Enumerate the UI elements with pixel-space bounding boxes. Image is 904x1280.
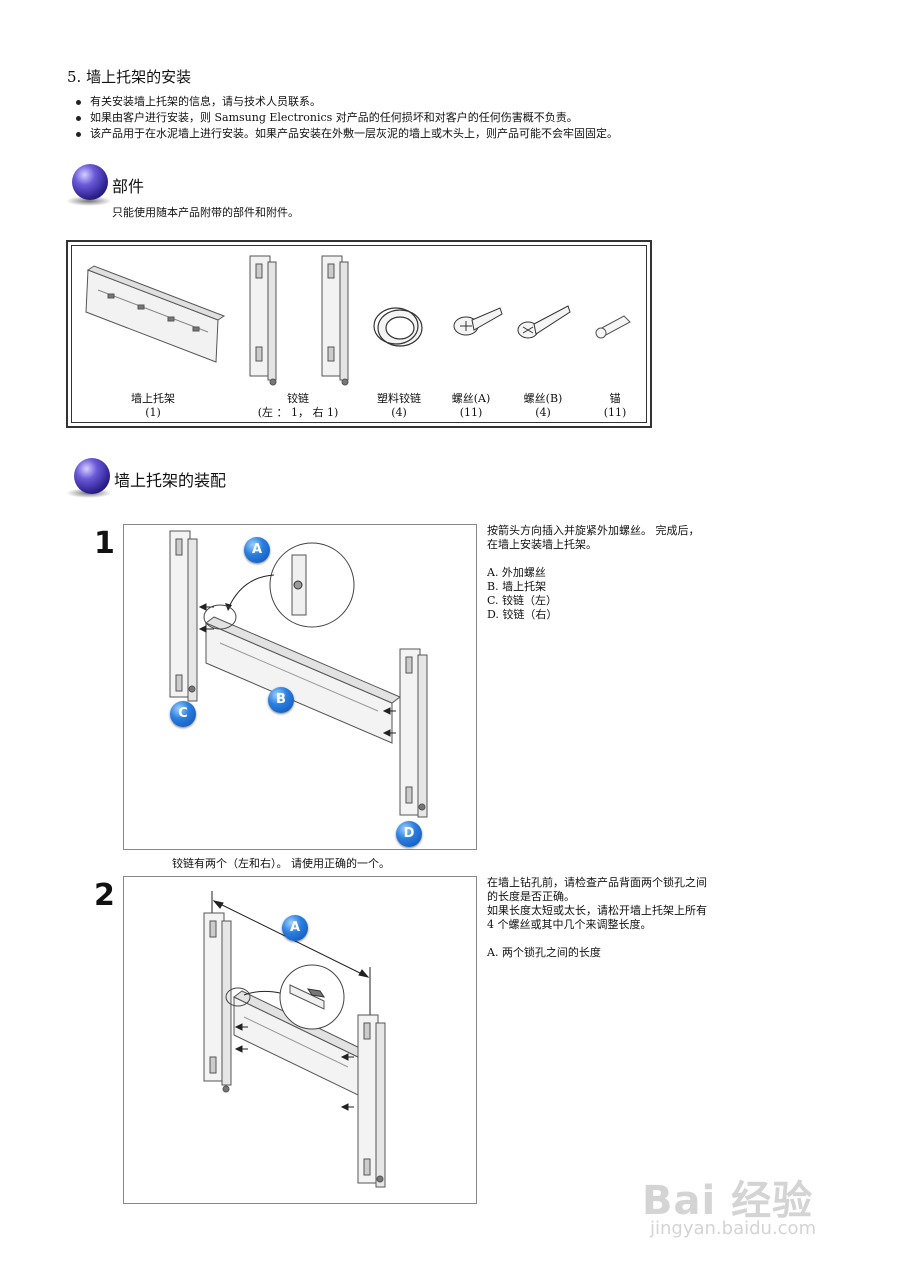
- part-name: 螺丝(B): [523, 392, 563, 405]
- desc-line: 按箭头方向插入并旋紧外加螺丝。 完成后，: [487, 524, 700, 537]
- step1-description: 按箭头方向插入并旋紧外加螺丝。 完成后， 在墙上安装墙上托架。 A. 外加螺丝 …: [487, 524, 700, 622]
- part-qty: (1): [145, 406, 161, 419]
- step2-illustration: [203, 891, 386, 1188]
- part-hinge: 铰链 (左 ： 1， 右 1): [246, 392, 350, 420]
- step1-caption: 铰链有两个（左和右）。 请使用正确的一个。: [172, 857, 390, 870]
- part-name: 墙上托架: [131, 392, 175, 405]
- watermark-url: jingyan.baidu.com: [650, 1218, 817, 1239]
- part-anchor: 锚 (11): [580, 392, 650, 420]
- step1-figure: A B C D: [123, 524, 477, 850]
- notice-item: 该产品用于在水泥墙上进行安装。如果产品安装在外敷一层灰泥的墙上或木头上，则产品可…: [72, 126, 618, 142]
- sphere-bullet-icon: [74, 458, 110, 494]
- step2-description: 在墙上钻孔前，请检查产品背面两个锁孔之间 的长度是否正确。 如果长度太短或太长，…: [487, 876, 707, 960]
- assembly-heading: 墙上托架的装配: [114, 471, 227, 490]
- desc-line: 在墙上钻孔前，请检查产品背面两个锁孔之间: [487, 876, 707, 889]
- callout-b: B: [268, 687, 294, 713]
- part-name: 螺丝(A): [451, 392, 491, 405]
- screw-a-icon: [453, 307, 503, 336]
- notice-item: 有关安装墙上托架的信息，请与技术人员联系。: [72, 94, 618, 110]
- step1-illustration: [169, 530, 428, 818]
- part-qty: (4): [535, 406, 551, 419]
- part-qty: (11): [459, 406, 483, 419]
- part-screw-a: 螺丝(A) (11): [436, 392, 506, 420]
- parts-heading: 部件: [112, 177, 145, 196]
- desc-line: 在墙上安装墙上托架。: [487, 538, 597, 551]
- wall-bracket-icon: [85, 265, 226, 363]
- plastic-hinge-icon: [373, 307, 423, 347]
- parts-illustrations: [85, 255, 631, 386]
- part-name: 塑料铰链: [377, 392, 421, 405]
- step2-figure: A: [123, 876, 477, 1204]
- legend-item: A. 两个锁孔之间的长度: [487, 946, 601, 959]
- parts-note: 只能使用随本产品附带的部件和附件。: [112, 206, 299, 219]
- part-name: 锚: [609, 392, 621, 405]
- desc-line: 如果长度太短或太长，请松开墙上托架上所有: [487, 904, 707, 917]
- hinge-right-icon: [321, 255, 349, 386]
- legend-item: C. 铰链（左）: [487, 594, 558, 607]
- section-title: 5. 墙上托架的安装: [67, 68, 192, 86]
- part-screw-b: 螺丝(B) (4): [508, 392, 578, 420]
- sphere-shadow: [66, 196, 112, 206]
- screw-b-icon: [517, 305, 571, 339]
- callout-a: A: [244, 537, 270, 563]
- desc-line: 的长度是否正确。: [487, 890, 575, 903]
- desc-line: 4 个螺丝或其中几个来调整长度。: [487, 918, 652, 931]
- watermark-logo: Bai 经验: [642, 1178, 814, 1224]
- part-qty: (11): [603, 406, 627, 419]
- parts-table: 墙上托架 (1) 铰链 (左 ： 1， 右 1) 塑料铰链 (4) 螺丝(A) …: [66, 240, 652, 428]
- part-wall-bracket: 墙上托架 (1): [108, 392, 198, 420]
- notice-item: 如果由客户进行安装，则 Samsung Electronics 对产品的任何损坏…: [72, 110, 618, 126]
- part-qty: (4): [391, 406, 407, 419]
- part-qty: (左 ： 1， 右 1): [257, 406, 339, 419]
- legend-item: A. 外加螺丝: [487, 566, 546, 579]
- part-name: 铰链: [287, 392, 309, 405]
- legend-item: B. 墙上托架: [487, 580, 547, 593]
- notice-list: 有关安装墙上托架的信息，请与技术人员联系。 如果由客户进行安装，则 Samsun…: [72, 94, 618, 142]
- part-plastic-hinge: 塑料铰链 (4): [364, 392, 434, 420]
- callout-c: C: [170, 701, 196, 727]
- step-number: 1: [94, 526, 115, 561]
- legend-item: D. 铰链（右）: [487, 608, 558, 621]
- callout-d: D: [396, 821, 422, 847]
- step-number: 2: [94, 878, 115, 913]
- hinge-left-icon: [249, 255, 277, 386]
- sphere-bullet-icon: [72, 164, 108, 200]
- callout-a: A: [282, 915, 308, 941]
- anchor-icon: [595, 315, 631, 339]
